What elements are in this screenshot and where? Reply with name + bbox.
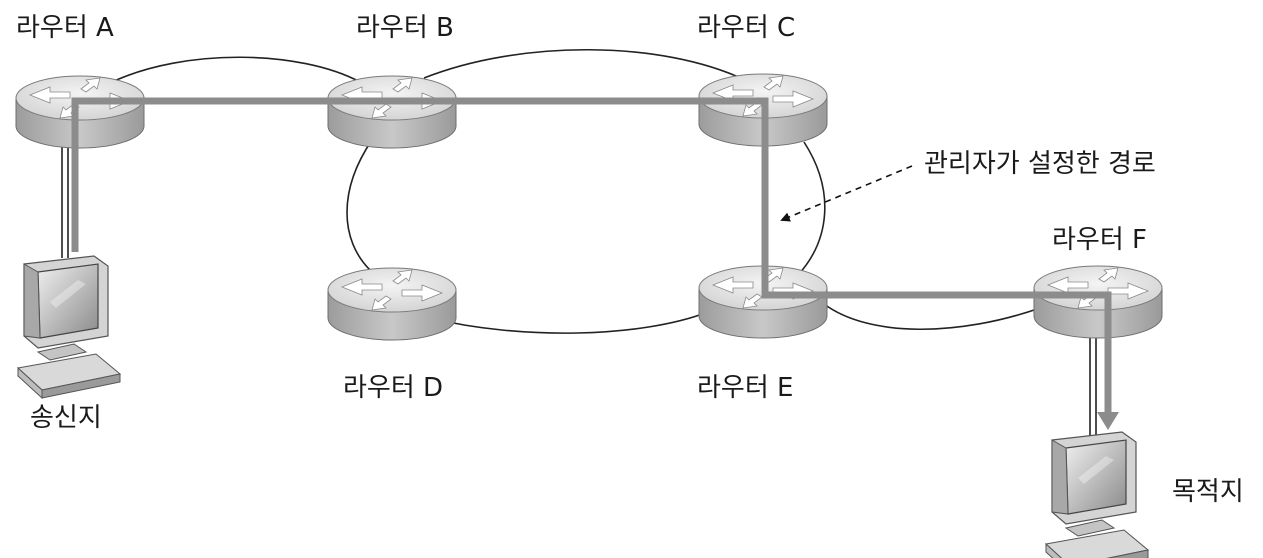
link-a-b	[111, 56, 361, 83]
link-f-destination	[1089, 338, 1097, 438]
links	[61, 48, 1097, 438]
route-arrowhead	[1097, 412, 1119, 430]
link-b-c	[423, 48, 746, 81]
source-label: 송신지	[30, 403, 102, 433]
router-a-label: 라우터 A	[16, 13, 114, 43]
router-b-label: 라우터 B	[356, 13, 454, 43]
link-d-e	[429, 311, 709, 334]
annotation-arrow	[780, 165, 913, 222]
router-f-icon	[1033, 265, 1163, 339]
link-b-d	[346, 139, 373, 271]
destination-label: 목적지	[1172, 477, 1244, 507]
link-e-f	[823, 303, 1041, 331]
link-source-a	[61, 140, 69, 258]
source-computer-icon	[17, 255, 121, 399]
router-b-icon	[327, 75, 457, 149]
annotation-text: 관리자가 설정한 경로	[924, 149, 1156, 179]
router-d-label: 라우터 D	[343, 373, 443, 403]
router-d-icon	[327, 267, 457, 341]
link-c-e	[797, 141, 826, 276]
router-f-label: 라우터 F	[1052, 225, 1147, 255]
router-a-icon	[15, 75, 145, 149]
destination-computer-icon	[1045, 431, 1149, 558]
router-c-label: 라우터 C	[697, 13, 795, 43]
configured-route	[71, 97, 1112, 418]
router-e-label: 라우터 E	[697, 373, 793, 403]
